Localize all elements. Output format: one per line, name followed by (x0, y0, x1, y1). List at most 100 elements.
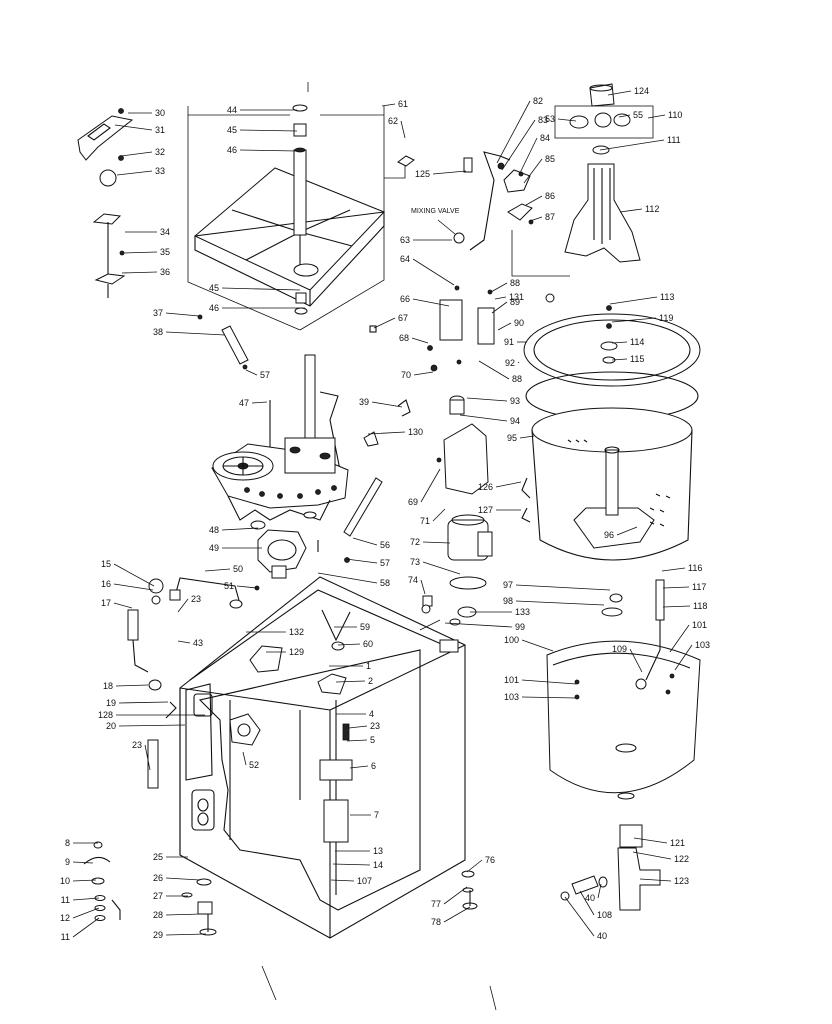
leader-line (348, 725, 368, 729)
callout-c26: 26 (153, 873, 201, 883)
leader-line (517, 361, 520, 364)
callout-c34: 34 (125, 227, 170, 237)
part-number-label: 108 (597, 910, 612, 920)
leader-line (221, 287, 301, 291)
callout-c16: 16 (101, 579, 154, 591)
part-number-label: 47 (239, 398, 249, 408)
leader-line (317, 572, 378, 584)
part-number-label: 45 (209, 283, 219, 293)
part-number-label: 85 (545, 154, 555, 164)
part-number-label: 71 (420, 516, 430, 526)
leader-line (242, 751, 247, 766)
leader-line (72, 907, 100, 919)
leader-line (611, 358, 628, 361)
part-number-label: 15 (101, 559, 111, 569)
leader-line (432, 170, 467, 175)
callout-c97: 97 (503, 580, 611, 591)
part-number-label: 4 (369, 709, 374, 719)
leader-line (411, 337, 429, 344)
part-number-label: 107 (357, 876, 372, 886)
leader-line (495, 481, 522, 488)
part-number-label: 70 (401, 370, 411, 380)
callout-c47: 47 (239, 398, 268, 408)
leader-line (373, 317, 396, 329)
leader-line (422, 561, 461, 575)
part-number-label: 35 (160, 247, 170, 257)
part-number-label: 28 (153, 910, 163, 920)
part-number-label: 31 (155, 125, 165, 135)
callout-c72: 72 (410, 537, 451, 547)
transmission-mounting-plate (187, 104, 415, 333)
leader-line (346, 739, 368, 742)
part-number-label: 124 (634, 86, 649, 96)
leader-line (413, 371, 434, 376)
callout-c29: 29 (153, 930, 207, 940)
callout-c122: 122 (632, 851, 689, 864)
part-number-label: 57 (380, 558, 390, 568)
mixing-valve-label: MIXING VALVE (411, 208, 460, 215)
callout-c32: 32 (120, 147, 165, 157)
part-number-label: 58 (380, 578, 390, 588)
callout-c118: 118 (662, 601, 707, 611)
callout-c123: 123 (639, 876, 689, 886)
part-number-label: 94 (510, 416, 520, 426)
part-number-label: 113 (660, 292, 674, 302)
leader-line (335, 680, 366, 683)
callout-c4: 4 (336, 709, 374, 719)
leader-line (118, 701, 169, 704)
part-number-label: 122 (674, 854, 689, 864)
callout-c1: 1 (329, 661, 371, 671)
leader-line (349, 765, 369, 769)
callout-c2: 2 (335, 676, 373, 686)
callout-c66: 66 (400, 294, 450, 307)
callout-c121: 121 (633, 837, 685, 848)
part-number-label: 14 (373, 860, 383, 870)
leader-line (496, 100, 531, 164)
callout-c99: 99 (444, 622, 525, 632)
callout-c5: 5 (346, 735, 375, 745)
part-number-label: 123 (674, 876, 689, 886)
callout-c113: 113 (609, 292, 674, 305)
part-number-label: 76 (485, 855, 495, 865)
part-number-label: 51 (224, 581, 234, 591)
leader-line (381, 103, 396, 107)
callout-c58: 58 (317, 572, 390, 588)
part-number-label: 88 (510, 278, 520, 288)
leader-line (494, 296, 507, 300)
part-number-label: 5 (370, 735, 375, 745)
stray-lines (261, 82, 497, 1011)
leader-line (345, 558, 378, 564)
callout-c92: 92 (505, 358, 520, 368)
callout-c36: 36 (121, 267, 170, 277)
part-number-label: 40 (597, 931, 607, 941)
part-number-label: 95 (507, 433, 517, 443)
part-number-label: 48 (209, 525, 219, 535)
callout-c51: 51 (224, 581, 258, 591)
callout-c124: 124 (607, 86, 649, 96)
callout-c18: 18 (103, 681, 149, 691)
pump-assembly (169, 529, 307, 609)
leader-line (412, 298, 450, 307)
callout-c31: 31 (114, 124, 165, 135)
leader-line (525, 195, 543, 206)
part-number-label: 29 (153, 930, 163, 940)
leader-line (432, 508, 446, 522)
callout-c101a: 101 (504, 675, 577, 685)
part-number-label: 46 (227, 145, 237, 155)
part-number-label: 32 (155, 147, 165, 157)
drain-hose-assembly (560, 824, 661, 911)
leader-line (371, 401, 403, 408)
outer-tub-assembly (546, 579, 701, 800)
leader-line (236, 585, 258, 589)
part-number-label: 89 (510, 297, 520, 307)
leader-line (639, 878, 672, 882)
callout-c40a: 40 (585, 883, 602, 903)
part-number-label: 1 (366, 661, 371, 671)
leader-line (466, 859, 483, 873)
callout-c59: 59 (334, 622, 370, 632)
part-number-label: 72 (410, 537, 420, 547)
part-number-label: 73 (410, 557, 420, 567)
callout-c110: 110 (647, 110, 682, 120)
leader-line (115, 684, 149, 687)
part-number-label: 9 (65, 857, 70, 867)
